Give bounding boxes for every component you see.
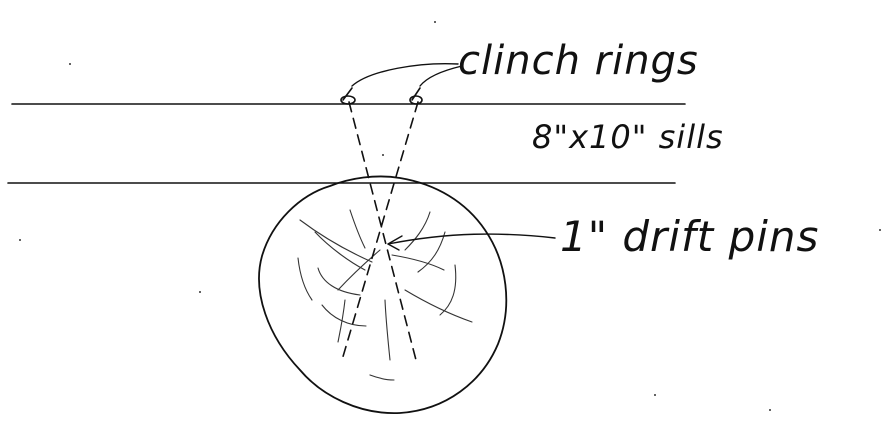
wood-grain: [297, 209, 473, 381]
clinch-ring-right: [409, 87, 423, 105]
log-cross-section: [258, 175, 508, 414]
drift-pin-right: [341, 101, 419, 361]
drift-pins-label: 1" drift pins: [560, 212, 820, 261]
clinch-rings-leader-left: [351, 63, 459, 87]
drift-pins-arrowhead: [387, 235, 403, 251]
paper-specks: [19, 21, 881, 411]
clinch-ring-left: [340, 87, 356, 105]
drift-pins-leader: [387, 233, 556, 245]
clinch-rings-leader-right: [419, 65, 463, 87]
sills-label: 8"x10" sills: [532, 118, 724, 156]
drift-pin-left: [348, 101, 417, 361]
clinch-rings-label: clinch rings: [458, 38, 699, 84]
